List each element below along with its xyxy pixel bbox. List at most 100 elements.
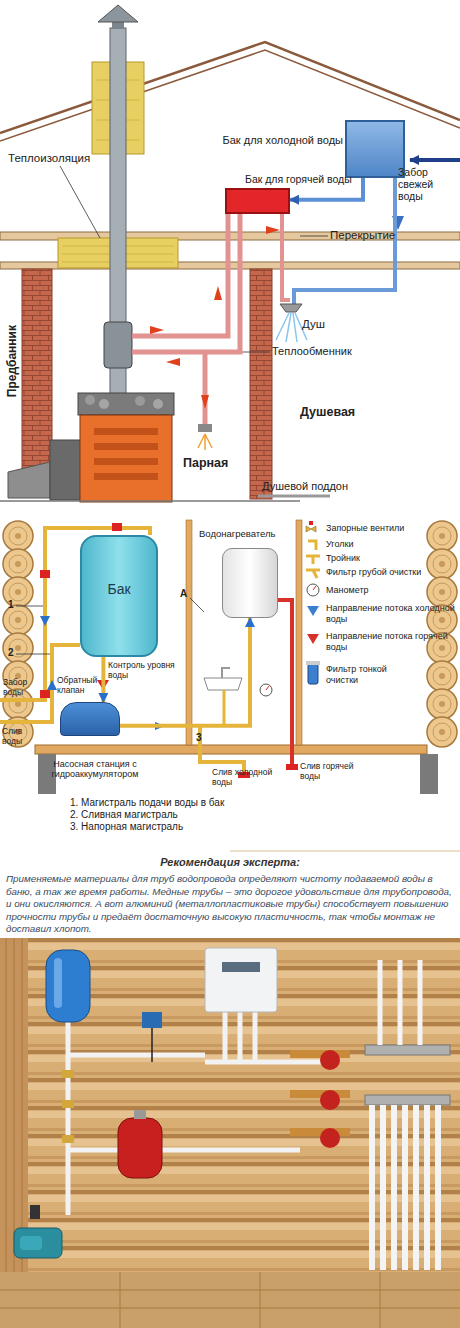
pipe-fitting bbox=[155, 722, 165, 730]
flow-arrow bbox=[150, 326, 164, 334]
pipe-fitting bbox=[286, 764, 298, 770]
boiler-room-photo bbox=[62, 1135, 74, 1143]
boiler-room-photo bbox=[30, 1205, 40, 1219]
log-wall bbox=[3, 633, 33, 663]
boiler-room-photo bbox=[365, 1045, 450, 1055]
log-wall bbox=[427, 549, 457, 579]
stove bbox=[94, 458, 158, 465]
label-text: 1. Магистраль подачи воды в бак bbox=[70, 797, 224, 809]
sink bbox=[223, 690, 226, 726]
label-text: Слив холодной воды bbox=[212, 768, 286, 788]
partition-wall bbox=[186, 520, 192, 745]
boiler-room-photo bbox=[0, 938, 460, 1328]
cold-pipe bbox=[410, 158, 460, 162]
boiler-room-photo bbox=[320, 1128, 340, 1148]
boiler-room-photo bbox=[134, 1110, 146, 1119]
partition-wall bbox=[186, 520, 302, 745]
label-text: А bbox=[180, 588, 187, 600]
leader-line bbox=[242, 352, 270, 353]
label-text: Слив горячей воды bbox=[300, 762, 372, 782]
node-text: Водонагреватель bbox=[199, 529, 276, 540]
label-text: Рекомендация эксперта: bbox=[0, 856, 460, 869]
stove bbox=[78, 393, 174, 415]
water-heater: Водонагреватель bbox=[222, 548, 278, 618]
sink bbox=[204, 678, 242, 690]
legend-symbols bbox=[308, 664, 318, 684]
label-text: Парная bbox=[183, 456, 228, 470]
node-text: Бак для холодной воды bbox=[223, 134, 343, 147]
legend-text: Уголки bbox=[326, 539, 456, 550]
floor-line bbox=[0, 496, 330, 501]
flow-arrow bbox=[214, 286, 222, 300]
pipe-fitting bbox=[40, 616, 50, 626]
boiler-room-photo bbox=[0, 1272, 460, 1328]
partition-wall bbox=[296, 520, 302, 745]
boiler-room-photo bbox=[290, 1090, 350, 1098]
pipe-connector bbox=[120, 618, 250, 726]
divider-line bbox=[230, 851, 460, 852]
label-text: Душ bbox=[302, 318, 325, 331]
heat-exchanger bbox=[104, 322, 132, 368]
flow-arrow bbox=[266, 226, 280, 234]
pipe-fitting bbox=[97, 680, 109, 690]
boiler-room-photo bbox=[20, 1236, 42, 1250]
label-text: Контроль уровня воды bbox=[108, 661, 180, 681]
stove bbox=[94, 428, 158, 435]
node-text: Бак bbox=[82, 581, 156, 597]
supply-pipe bbox=[278, 600, 292, 766]
shower-head bbox=[280, 304, 302, 312]
legend-symbols bbox=[308, 541, 316, 550]
log-wall bbox=[427, 577, 457, 607]
legend-symbols bbox=[309, 521, 313, 525]
legend-text: Направление потока холодной воды bbox=[326, 603, 456, 624]
brick-wall bbox=[22, 269, 52, 481]
boiler-room-photo bbox=[380, 960, 420, 1045]
log-wall bbox=[427, 689, 457, 719]
flow-arrow bbox=[166, 358, 180, 366]
legend-symbols bbox=[307, 606, 319, 616]
log-wall bbox=[3, 549, 33, 579]
sink bbox=[222, 668, 230, 678]
flow-arrow bbox=[201, 395, 209, 409]
boiler-room-photo bbox=[142, 1012, 162, 1028]
supply-pipe bbox=[0, 528, 292, 772]
pipe-fitting bbox=[47, 680, 57, 690]
pipe-fitting bbox=[40, 523, 298, 778]
legend-text: Тройник bbox=[326, 553, 456, 564]
boiler-room-photo bbox=[290, 1050, 350, 1058]
cold-pipe bbox=[294, 178, 395, 304]
boiler-room-photo bbox=[0, 938, 460, 1328]
legend-text: Фильтр грубой очистки bbox=[326, 567, 456, 578]
boiler-room-photo bbox=[320, 1090, 340, 1110]
boiler-room-photo bbox=[290, 1128, 350, 1136]
legend-text: Запорные вентили bbox=[326, 523, 456, 534]
legend-symbols bbox=[306, 556, 320, 564]
label-text: Душевая bbox=[300, 405, 355, 419]
stove bbox=[8, 462, 50, 498]
partition-wall bbox=[190, 598, 204, 612]
leader-line bbox=[60, 166, 328, 352]
hot-pipe bbox=[132, 214, 228, 336]
pipe-connector bbox=[290, 178, 363, 200]
storage-tank: Бак bbox=[80, 535, 158, 657]
stove bbox=[80, 415, 172, 502]
log-wall bbox=[3, 521, 457, 747]
pipe-fitting bbox=[40, 690, 50, 698]
label-text: Забор свежей воды bbox=[398, 166, 460, 202]
log-wall bbox=[427, 717, 457, 747]
floor-beam bbox=[35, 745, 427, 754]
hot-pipe bbox=[203, 352, 208, 424]
pipe-connector bbox=[101, 657, 105, 702]
legend-text: Фильтр тонкой очистки bbox=[326, 664, 416, 685]
stove bbox=[94, 473, 158, 480]
manometer bbox=[260, 684, 272, 696]
legend-text: Манометр bbox=[326, 585, 456, 596]
supply-pipe bbox=[200, 726, 244, 772]
label-text: Забор воды bbox=[3, 678, 43, 698]
legend-symbols bbox=[306, 570, 320, 578]
flow-arrow bbox=[150, 216, 404, 409]
floor-line bbox=[0, 500, 300, 502]
stove bbox=[50, 440, 82, 500]
boiler-room-photo bbox=[320, 1050, 340, 1070]
